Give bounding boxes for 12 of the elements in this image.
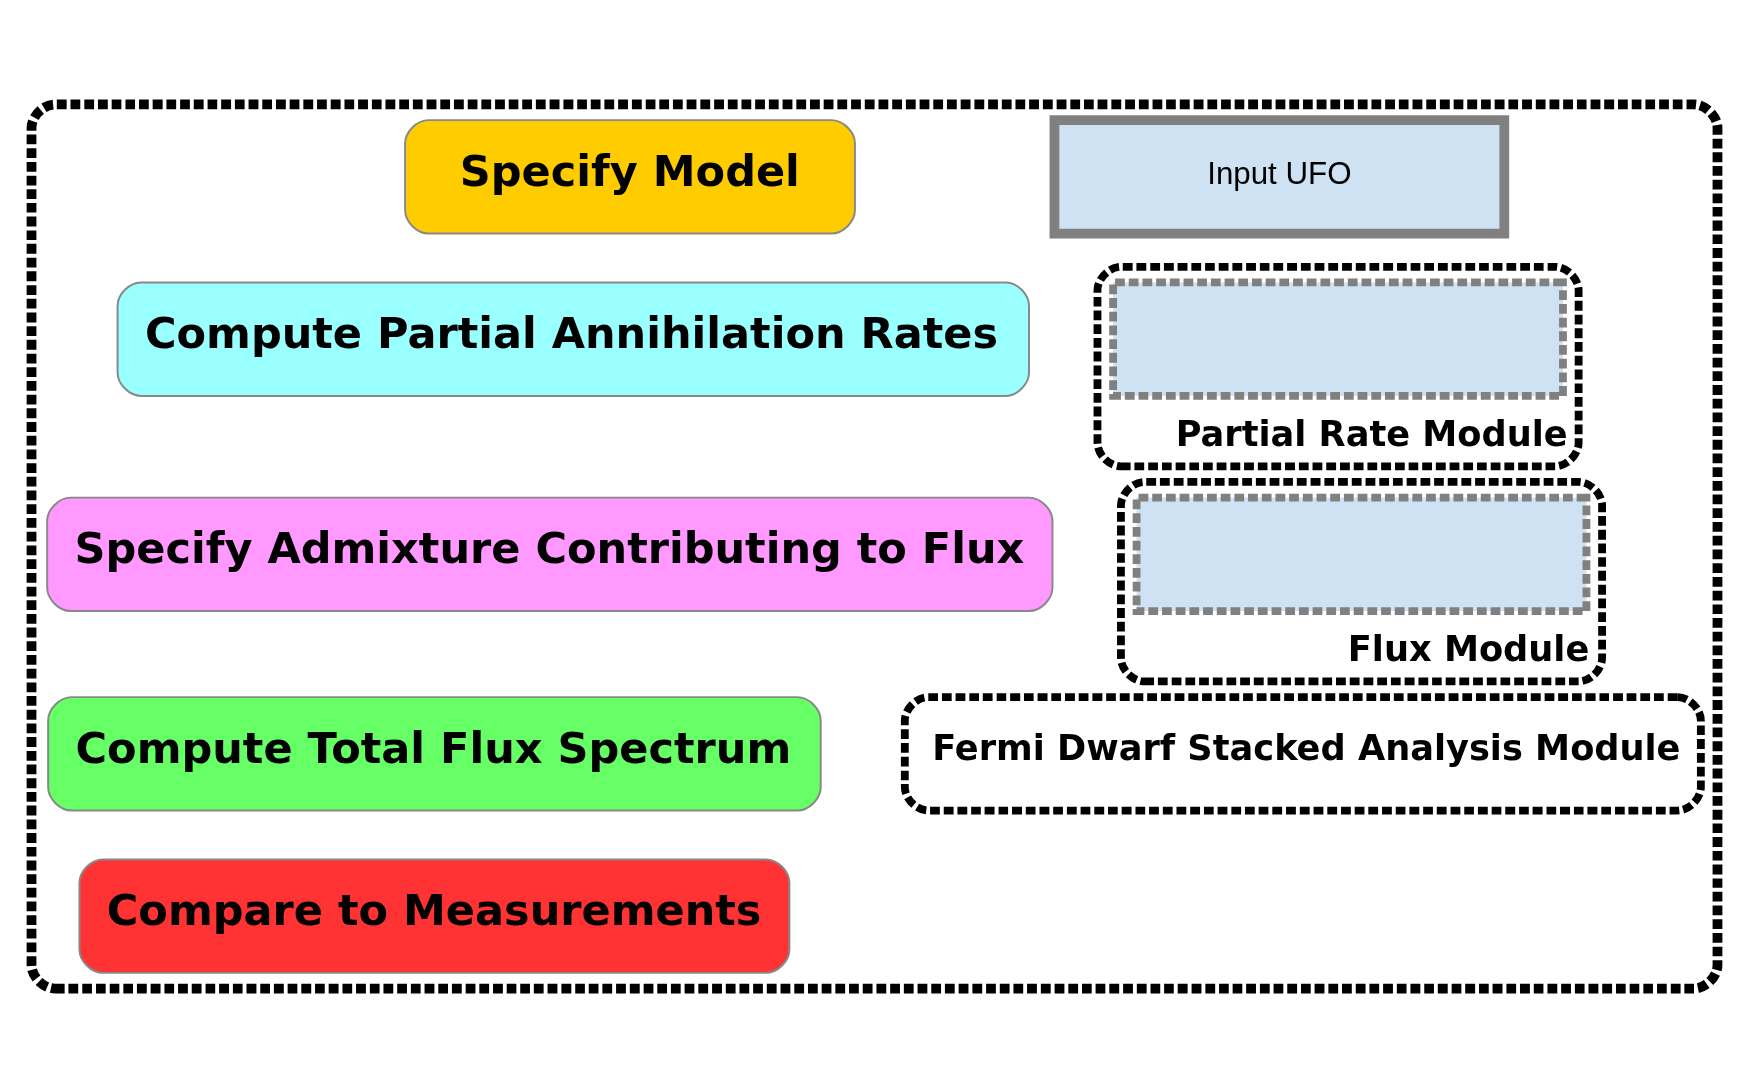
node-box: Input UFO [1049,114,1510,238]
node-box: Compute Partial Annihilation Rates [116,280,1030,397]
node-box [1132,493,1591,615]
cluster [26,99,1723,993]
node-box: Compute Total Flux Spectrum [47,695,822,811]
cluster: Partial Rate Module [1093,262,1583,470]
node-box: Specify Model [404,118,856,235]
node-box: Compare to Measurements [78,857,791,974]
node-box: Specify Admixture Contributing to Flux [46,496,1054,612]
node-box [1109,278,1567,400]
node-box: Fermi Dwarf Stacked Analysis Module [900,692,1705,814]
cluster: Flux Module [1117,477,1606,685]
